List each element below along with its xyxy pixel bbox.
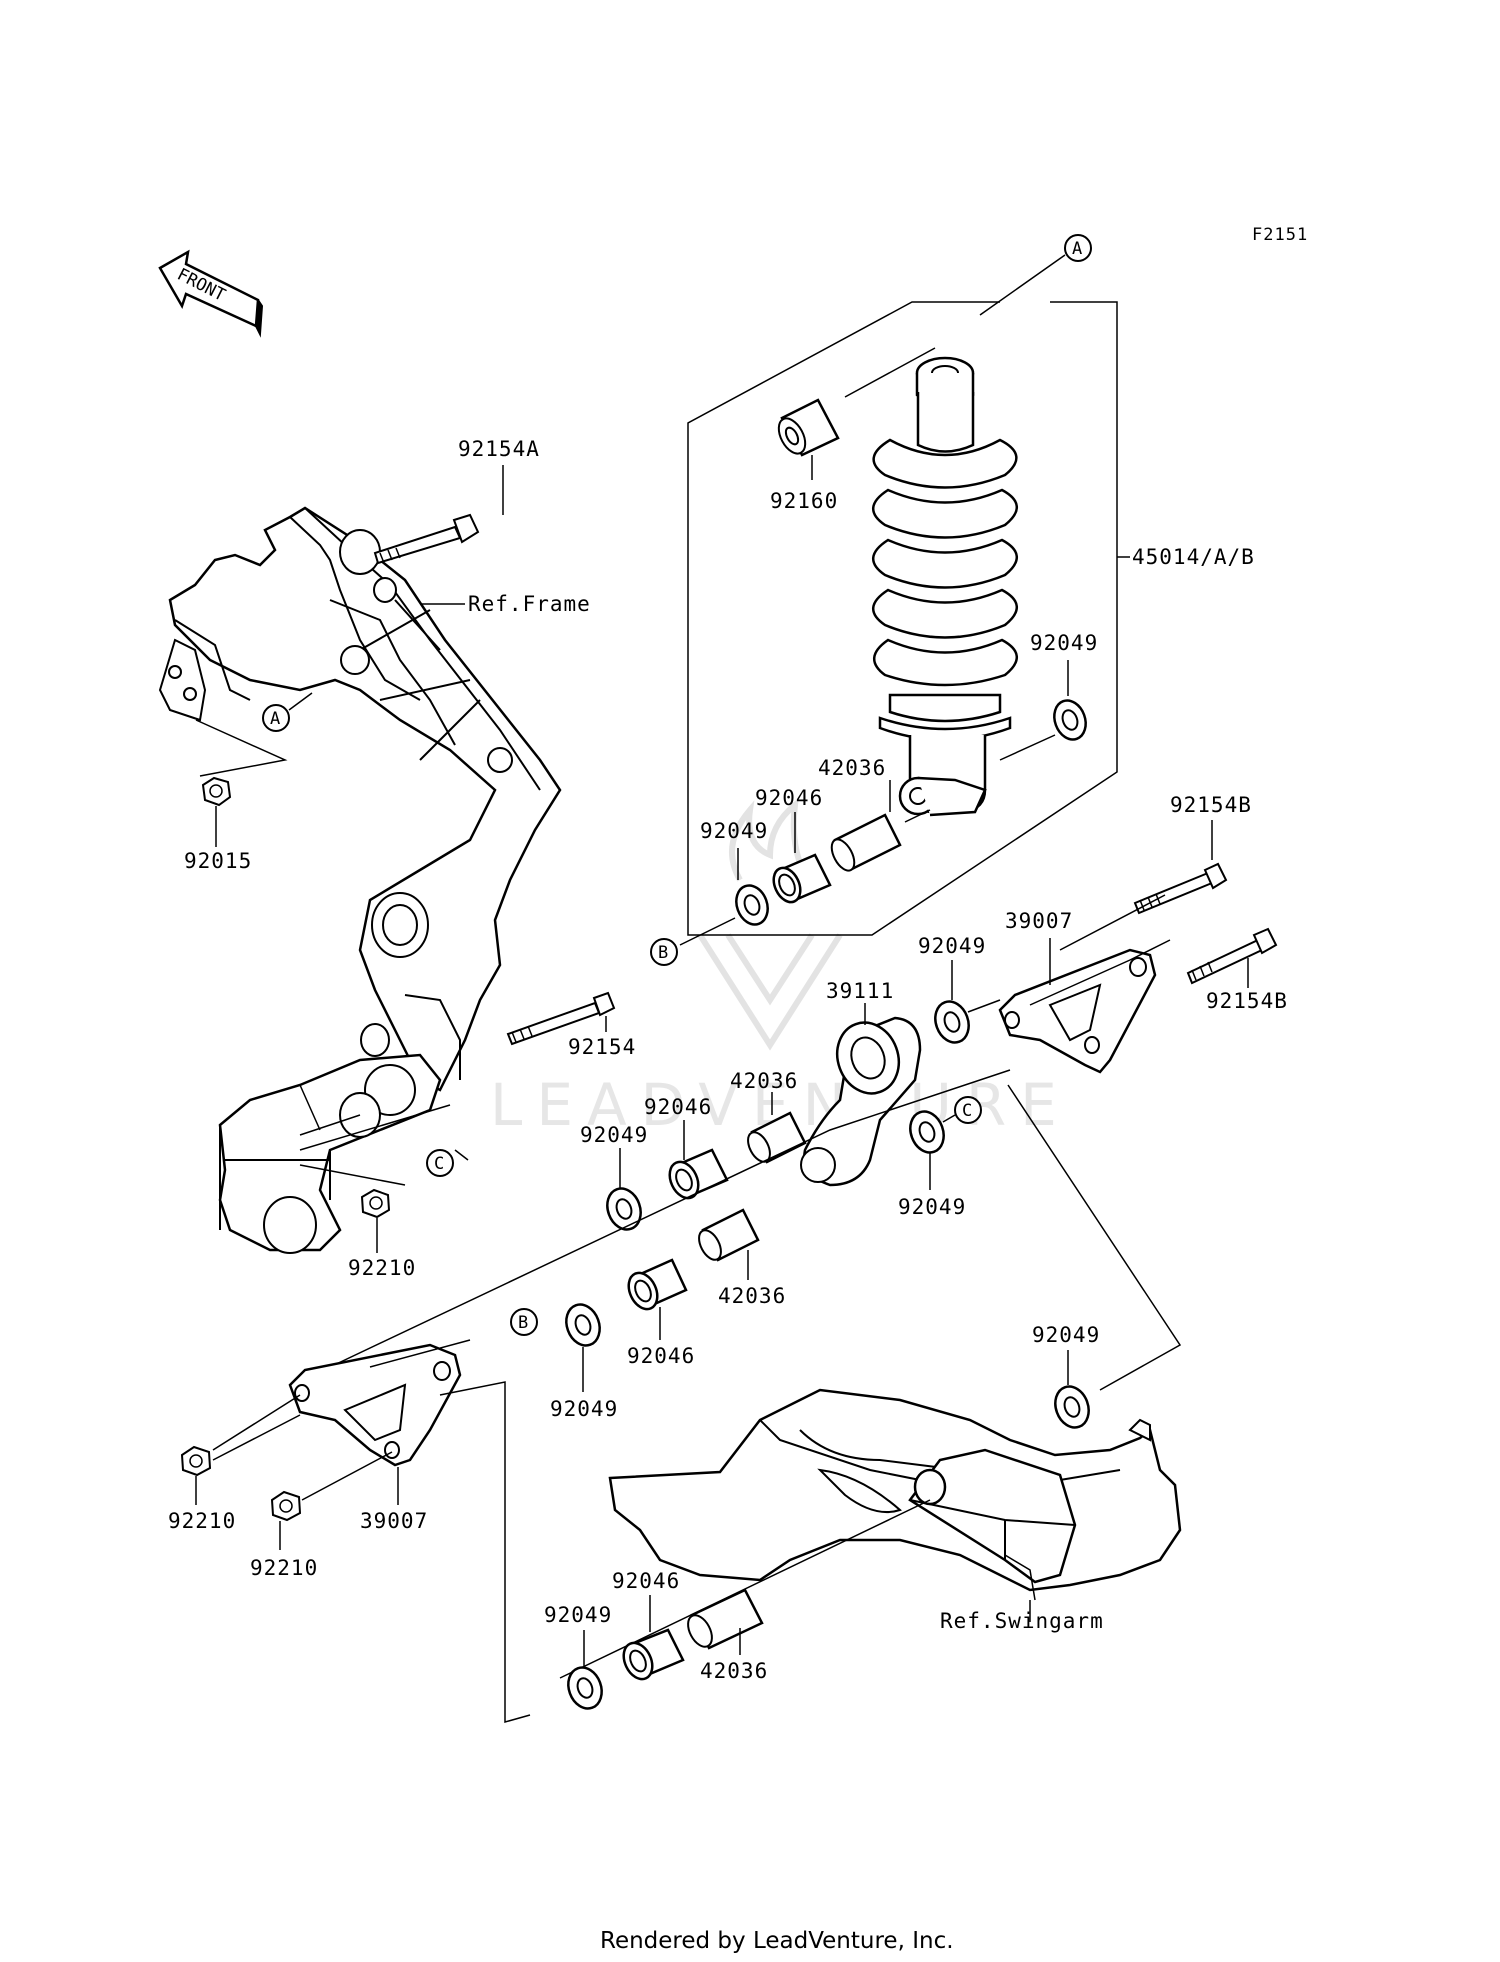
label-92154: 92154: [568, 1035, 636, 1059]
footer-credit: Rendered by LeadVenture, Inc.: [600, 1928, 954, 1954]
sleeve-92160: 92160: [770, 347, 936, 513]
frame-ref-drawing: [158, 506, 562, 1254]
figure-id: F2151: [1252, 225, 1308, 245]
swingarm-ref-drawing: Ref.Swingarm: [608, 1084, 1182, 1633]
label-ref-swingarm: Ref.Swingarm: [940, 1609, 1104, 1633]
bolt-92154a: 92154A: [373, 437, 540, 565]
collar-42036-low: 42036: [698, 1208, 786, 1308]
label-92210-frame: 92210: [348, 1256, 416, 1280]
label-42036-low: 42036: [718, 1284, 786, 1308]
nut-92015: 92015: [184, 719, 288, 873]
label-92049-shock-top: 92049: [1030, 631, 1098, 655]
label-92154b-upper: 92154B: [1170, 793, 1252, 817]
label-42036-bottom: 42036: [700, 1659, 768, 1683]
washer-92049-upper: 92049: [918, 934, 1001, 1044]
rocker-arm-39111: 39111: [800, 979, 922, 1187]
label-92049-mid-right: 92049: [898, 1195, 966, 1219]
svg-text:C: C: [434, 1154, 444, 1174]
shock-absorber-assembly: [687, 301, 1118, 936]
connector-c-frame: C: [299, 1104, 469, 1177]
label-92049-bottom: 92049: [544, 1603, 612, 1627]
bolt-92154b-right: 92154B: [1186, 927, 1288, 1013]
label-92046-low: 92046: [627, 1344, 695, 1368]
bearing-92046-shock: 92046: [755, 786, 832, 904]
washer-92049-bottom: 92049: [544, 1603, 612, 1710]
svg-text:B: B: [518, 1313, 528, 1333]
bolt-92154b-upper: 92154B: [1133, 793, 1252, 915]
connector-c-rocker: C: [954, 1096, 982, 1124]
connector-b-upper: B: [650, 938, 678, 966]
collar-42036-bottom: 42036: [687, 1588, 768, 1683]
bearing-92046-mid: 92046: [644, 1095, 729, 1200]
front-arrow-icon: FRONT: [158, 249, 264, 338]
nut-92210-frame: 92210: [299, 1164, 416, 1280]
label-92046-bottom: 92046: [612, 1569, 680, 1593]
connector-a-frame: A: [262, 692, 313, 732]
nut-92210-left: 92210: [168, 1394, 301, 1533]
washer-92049-shock: 92049: [999, 631, 1098, 761]
label-92046-shock: 92046: [755, 786, 823, 810]
connector-a-shock: A: [979, 234, 1092, 316]
washer-92049-shock-left: 92049: [679, 819, 769, 946]
label-92210-left: 92210: [168, 1509, 236, 1533]
label-92049-upper: 92049: [918, 934, 986, 958]
washer-92049-mid-right: 92049: [898, 1110, 966, 1219]
label-92154b-right: 92154B: [1206, 989, 1288, 1013]
label-39007-lower: 39007: [360, 1509, 428, 1533]
bearing-92046-bottom: 92046: [612, 1569, 685, 1681]
label-42036-mid: 42036: [730, 1069, 798, 1093]
label-42036-shock: 42036: [818, 756, 886, 780]
label-ref-frame: Ref.Frame: [468, 592, 591, 616]
collar-42036-mid: 42036: [730, 1069, 807, 1164]
svg-text:A: A: [270, 709, 280, 729]
tie-rod-39007-upper: 39007: [998, 894, 1171, 1074]
svg-text:B: B: [658, 943, 668, 963]
washer-92049-mid-left: 92049: [580, 1123, 648, 1231]
svg-text:C: C: [962, 1101, 972, 1121]
tie-rod-39007-lower: 39007: [288, 1339, 531, 1723]
label-92049-swingarm: 92049: [1032, 1323, 1100, 1347]
label-92154a: 92154A: [458, 437, 540, 461]
collar-42036-shock: 42036: [818, 756, 931, 872]
label-92160: 92160: [770, 489, 838, 513]
label-92049-mid-left: 92049: [580, 1123, 648, 1147]
washer-92049-low: 92049: [550, 1303, 618, 1421]
label-45014: 45014/A/B: [1132, 545, 1255, 569]
svg-text:A: A: [1072, 239, 1082, 259]
label-92046-mid: 92046: [644, 1095, 712, 1119]
label-39007-upper: 39007: [1005, 909, 1073, 933]
nut-92210-lower: 92210: [250, 1451, 393, 1580]
label-92015: 92015: [184, 849, 252, 873]
label-92049-shock-left: 92049: [700, 819, 768, 843]
label-92210-lower: 92210: [250, 1556, 318, 1580]
connector-b-lower: B: [510, 1308, 538, 1336]
label-92049-low: 92049: [550, 1397, 618, 1421]
washer-92049-swingarm: 92049: [1032, 1323, 1100, 1429]
label-39111: 39111: [826, 979, 894, 1003]
bearing-92046-low: 92046: [627, 1258, 695, 1368]
bolt-92154: 92154: [506, 991, 636, 1059]
